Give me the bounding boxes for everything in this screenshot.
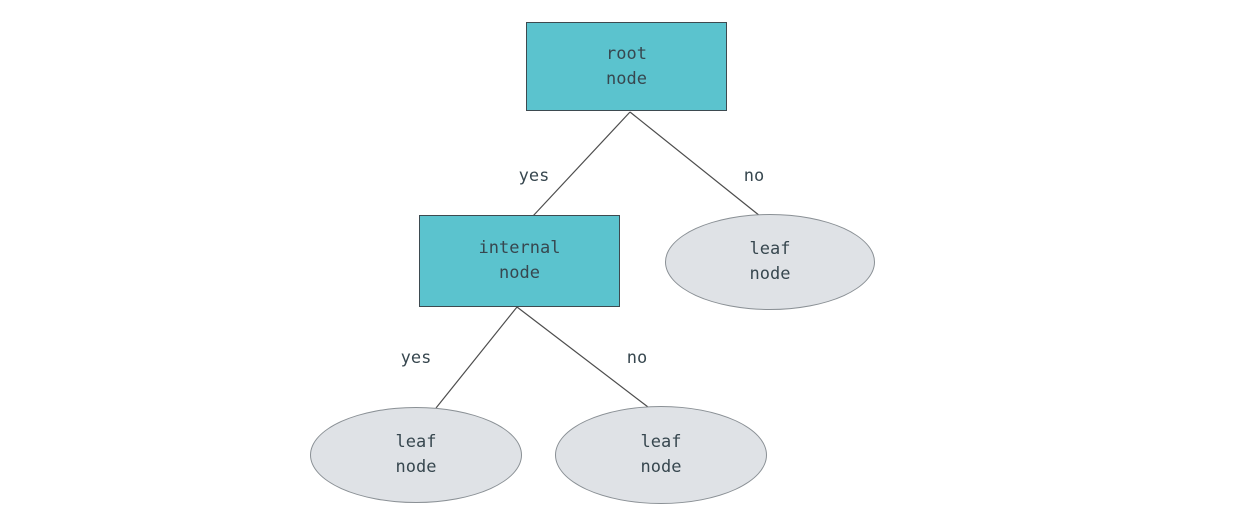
leaf-node-right: leaf node <box>665 214 875 310</box>
edge-root-to-leaf-right <box>629 111 761 217</box>
edge-internal-to-leaf-right <box>516 306 649 408</box>
edge-label-yes-root-to-internal: yes <box>516 166 552 186</box>
internal-node: internal node <box>419 215 620 307</box>
edge-internal-to-leaf-left <box>435 306 518 409</box>
leaf-node-bottom-left: leaf node <box>310 407 522 503</box>
edge-label-no-root-to-leaf: no <box>741 166 767 186</box>
edge-label-yes-internal-to-leaf: yes <box>398 348 434 368</box>
leaf-node-bottom-right: leaf node <box>555 406 767 504</box>
edge-root-to-internal <box>532 111 631 217</box>
edge-label-no-internal-to-leaf: no <box>624 348 650 368</box>
root-node: root node <box>526 22 727 111</box>
